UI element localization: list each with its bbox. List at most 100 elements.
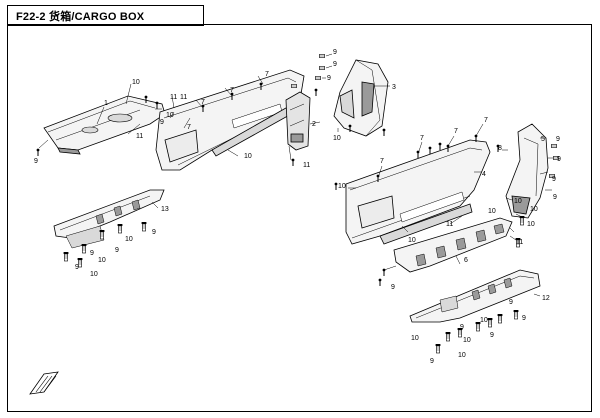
callout-11: 11: [446, 221, 453, 228]
nut-icon: [315, 76, 321, 80]
callout-labels: 1 2 3 4 5 6 10 11 11 10 9 11 9 7 7 7 7 1…: [34, 49, 561, 365]
callout-9: 9: [333, 61, 337, 68]
part-rear-corner-panel: [333, 59, 389, 137]
callout-10: 10: [125, 236, 133, 243]
bolt-icon: [487, 317, 493, 328]
callout-10: 10: [527, 221, 535, 228]
callout-9: 9: [34, 158, 38, 165]
callout-2: 2: [312, 121, 316, 128]
bolt-icon: [445, 331, 451, 342]
callout-8: 8: [498, 145, 502, 152]
callout-11: 11: [136, 133, 143, 140]
part-right-step-guard: [393, 217, 513, 273]
screw-icon: [428, 146, 432, 155]
callout-5: 5: [541, 136, 545, 143]
callout-7: 7: [201, 99, 205, 106]
bolt-icon: [513, 309, 519, 320]
callout-9: 9: [553, 194, 557, 201]
callout-10: 10: [463, 337, 471, 344]
nut-icon: [319, 66, 325, 70]
callout-10: 10: [98, 257, 106, 264]
callout-6: 6: [464, 257, 468, 264]
callout-1: 1: [104, 100, 108, 107]
callout-10: 10: [411, 335, 419, 342]
callout-4: 4: [482, 171, 486, 178]
bolt-icon: [141, 221, 147, 232]
diagram-frame: [7, 24, 592, 412]
part-lower-left-guard: [53, 189, 165, 249]
screw-icon: [378, 278, 382, 287]
screw-icon: [291, 158, 295, 167]
callout-9: 9: [430, 358, 434, 365]
screw-icon: [382, 128, 386, 137]
front-direction-arrow-icon: [29, 371, 59, 395]
callout-10: 10: [333, 135, 341, 142]
screw-icon: [416, 150, 420, 159]
bolt-icon: [99, 229, 105, 240]
bolt-icon: [117, 223, 123, 234]
callout-7: 7: [230, 87, 234, 94]
part-right-rear-corner: [505, 123, 549, 219]
callout-7: 7: [187, 124, 191, 131]
screw-icon: [382, 268, 386, 277]
screw-icon: [36, 148, 40, 157]
bolt-icon: [63, 251, 69, 262]
page-title: F22-2 货箱/CARGO BOX: [16, 11, 145, 23]
callout-10: 10: [488, 208, 496, 215]
callout-11: 11: [170, 94, 177, 101]
bolt-icon: [497, 313, 503, 324]
screw-icon: [438, 142, 442, 151]
callout-10: 10: [90, 271, 98, 278]
callout-10: 10: [530, 206, 538, 213]
bolt-icon: [519, 215, 525, 226]
callout-11: 11: [303, 162, 310, 169]
callout-11: 11: [516, 239, 523, 246]
callout-10: 10: [458, 352, 466, 359]
callout-10: 10: [514, 198, 522, 205]
callout-10: 10: [480, 317, 488, 324]
callout-10: 10: [132, 79, 140, 86]
callout-12: 12: [542, 295, 550, 302]
callout-9: 9: [556, 136, 560, 143]
callout-9: 9: [490, 332, 494, 339]
nut-icon: [551, 144, 557, 148]
callout-9: 9: [160, 119, 164, 126]
screw-icon: [334, 182, 338, 191]
callout-7: 7: [380, 158, 384, 165]
callout-10: 10: [244, 153, 252, 160]
callout-10: 10: [408, 237, 416, 244]
part-right-side-wall: [345, 139, 491, 245]
bolt-icon: [435, 343, 441, 354]
part-front-panel: [43, 95, 166, 155]
callout-9: 9: [522, 315, 526, 322]
callout-9: 9: [391, 284, 395, 291]
callout-9: 9: [552, 176, 556, 183]
callout-9: 9: [327, 75, 331, 82]
callout-9: 9: [333, 49, 337, 56]
callout-13: 13: [161, 206, 169, 213]
callout-9: 9: [509, 299, 513, 306]
callout-3: 3: [392, 84, 396, 91]
callout-7: 7: [420, 135, 424, 142]
callout-9: 9: [152, 229, 156, 236]
bolt-icon: [81, 243, 87, 254]
callout-10: 10: [166, 112, 174, 119]
callout-11: 11: [180, 94, 187, 101]
header-box: F22-2 货箱/CARGO BOX: [7, 5, 204, 26]
callout-7: 7: [265, 71, 269, 78]
screw-icon: [314, 88, 318, 97]
part-lower-right-guard: [409, 269, 541, 323]
callout-7: 7: [454, 128, 458, 135]
callout-9: 9: [557, 156, 561, 163]
part-left-side-wall: [155, 69, 305, 171]
nut-icon: [319, 54, 325, 58]
callout-7: 7: [484, 117, 488, 124]
callout-9: 9: [115, 247, 119, 254]
callout-9: 9: [460, 324, 464, 331]
callout-9: 9: [90, 250, 94, 257]
callout-9: 9: [75, 264, 79, 271]
nut-icon: [291, 84, 297, 88]
callout-10: 10: [338, 183, 346, 190]
